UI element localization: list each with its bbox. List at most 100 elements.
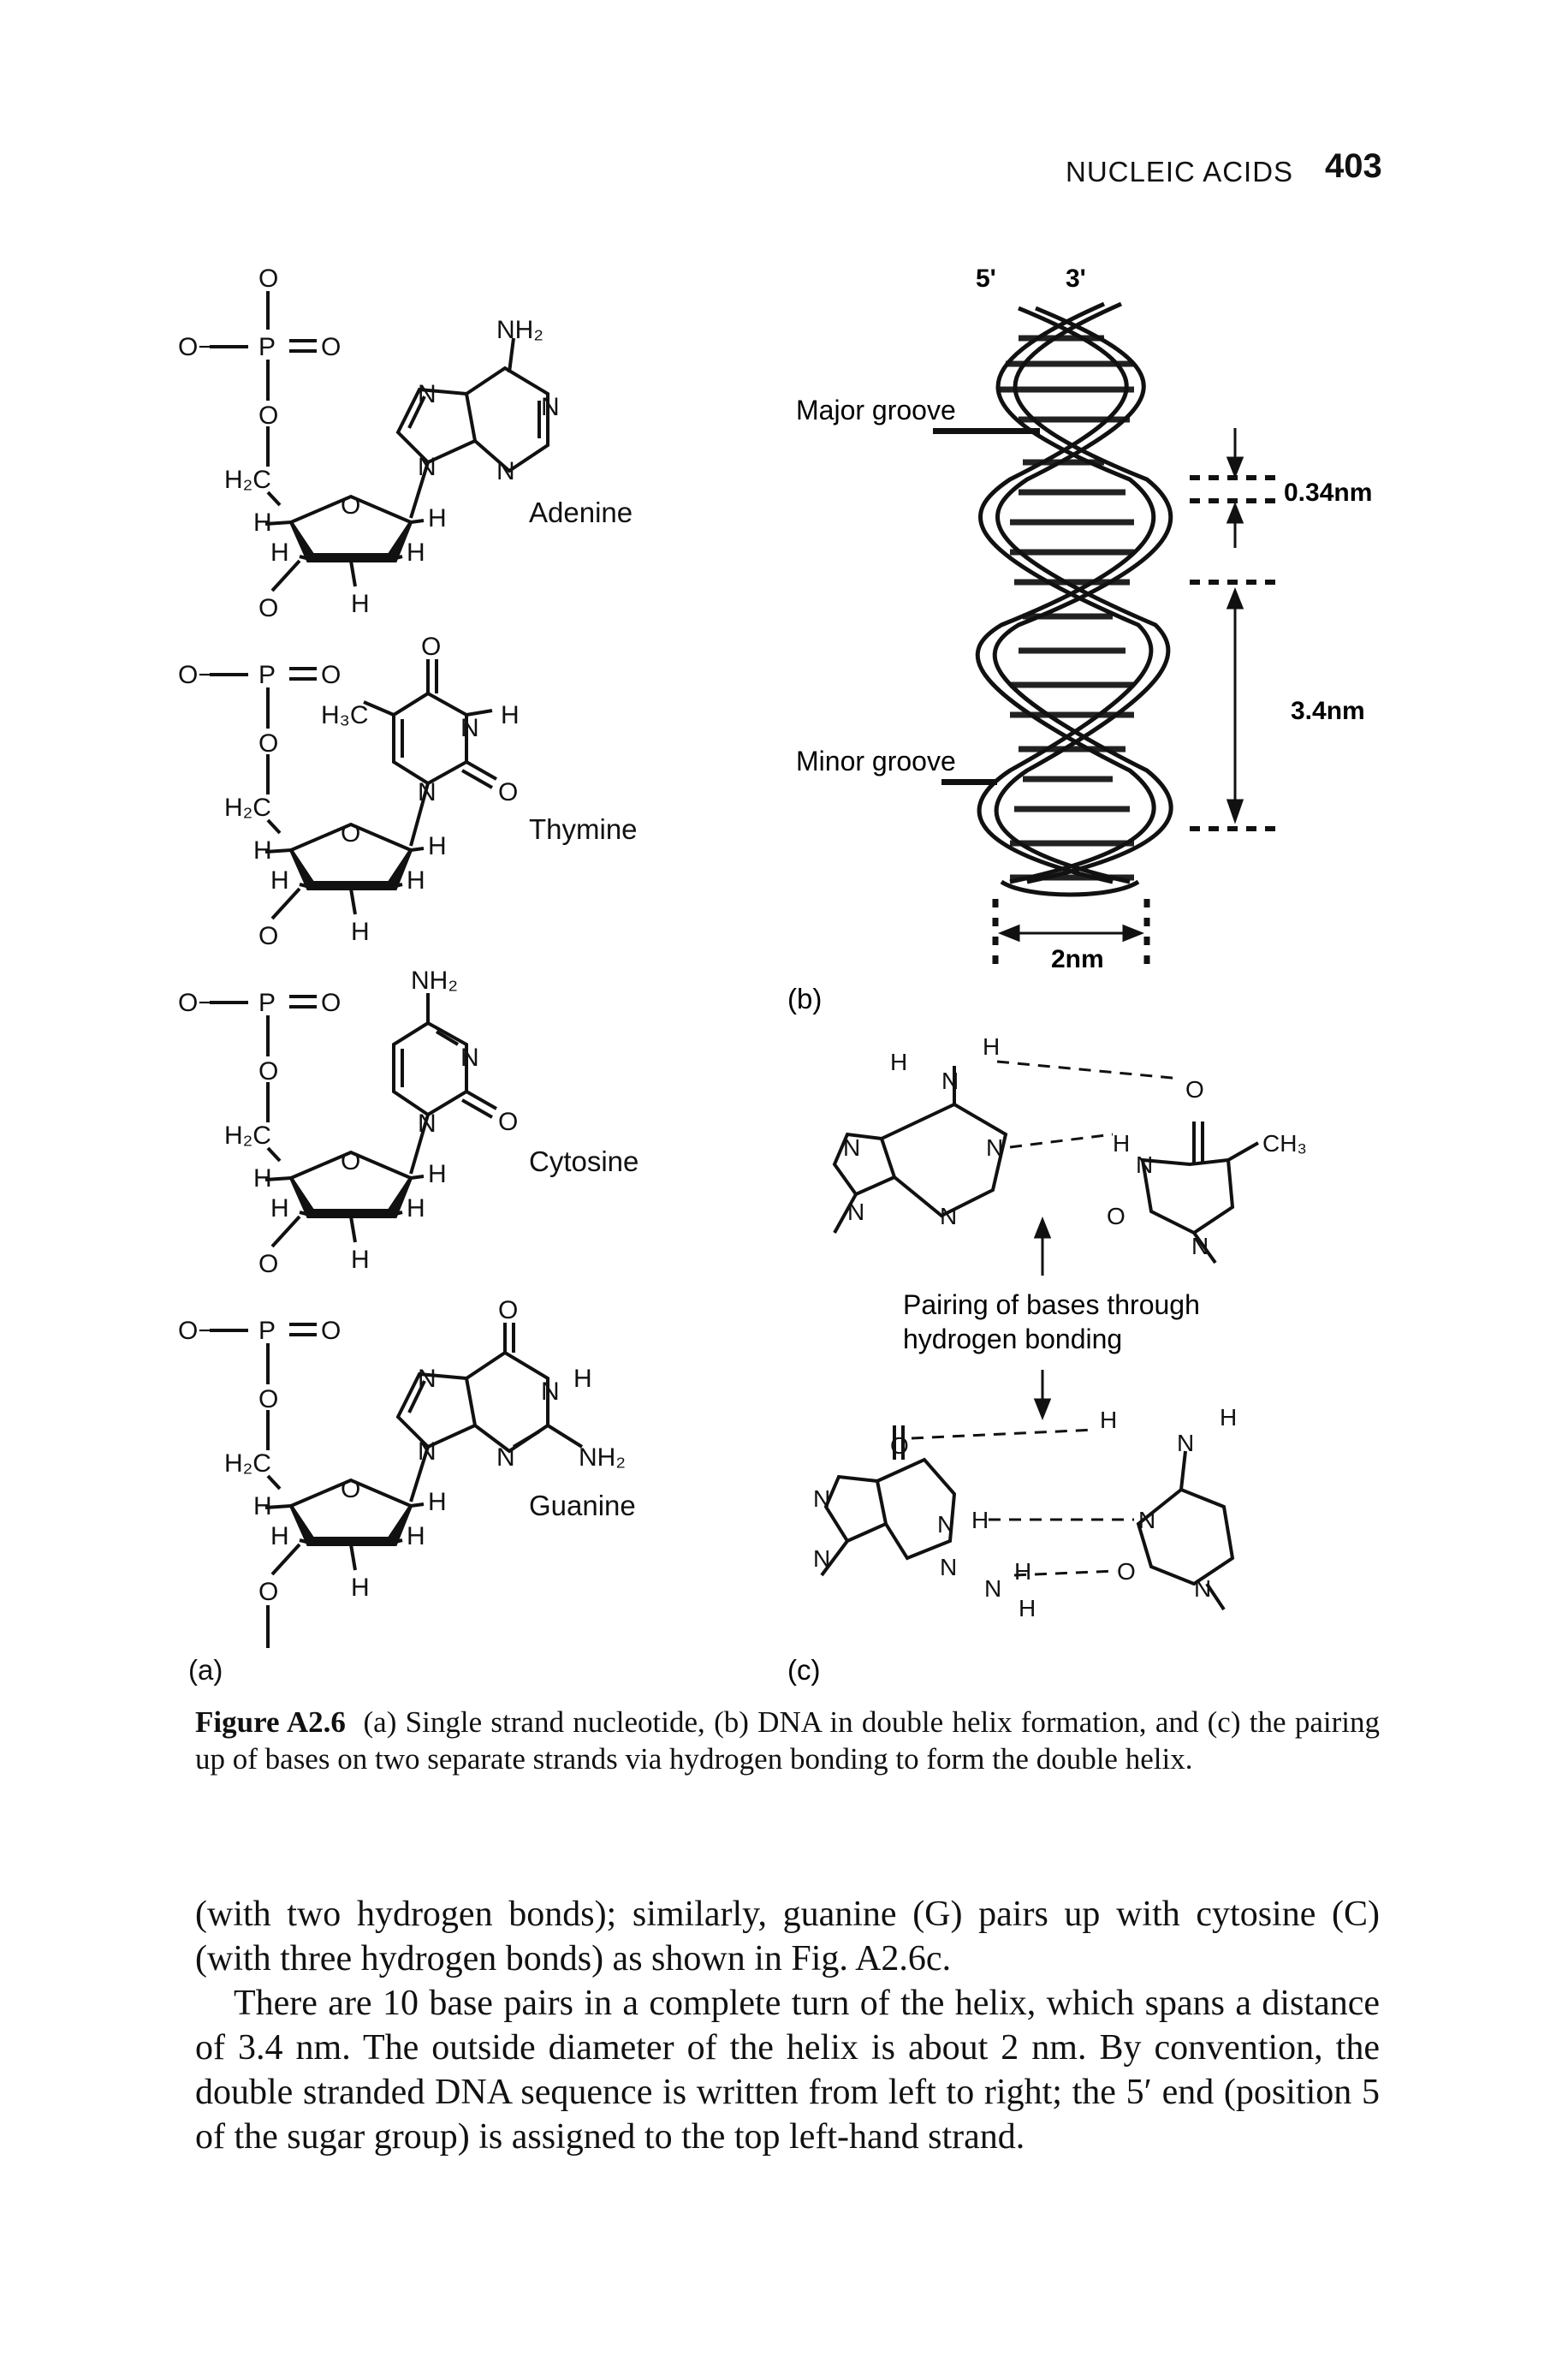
- atom-H: H: [1220, 1404, 1237, 1431]
- atom-N: N: [496, 457, 515, 485]
- atom-P: P: [258, 989, 276, 1017]
- atom-H: H: [270, 1194, 289, 1223]
- atom-H: H: [351, 1246, 370, 1274]
- hydrogen-bonds: [911, 1060, 1182, 1577]
- major-groove-label: Major groove: [796, 395, 956, 425]
- atom-H: H: [501, 701, 520, 729]
- pairing-annotation-line1: Pairing of bases through: [903, 1289, 1200, 1320]
- atom-O: O: [498, 1296, 518, 1324]
- atom-O: O: [258, 1578, 278, 1606]
- base-label-cytosine: Cytosine: [529, 1145, 638, 1177]
- strand-3-prime-label: 3': [1066, 265, 1086, 293]
- helix-strands: [975, 301, 1173, 897]
- rise-label: 0.34nm: [1284, 479, 1372, 507]
- figure-caption-text: (a) Single strand nucleotide, (b) DNA in…: [195, 1705, 1380, 1776]
- body-text: (with two hydrogen bonds); similarly, gu…: [195, 1892, 1380, 2159]
- rise-marker-arrows: [1226, 428, 1244, 548]
- atom-N: N: [940, 1554, 957, 1580]
- diameter-marker-lines: [992, 899, 1150, 972]
- atom-O: O: [341, 491, 360, 520]
- atom-P: P: [258, 1317, 276, 1345]
- pairing-annotation-arrows: [1033, 1216, 1052, 1421]
- atom-N: N: [418, 1110, 437, 1138]
- atom-H: H: [1019, 1595, 1036, 1621]
- atom-O: O: [258, 594, 278, 622]
- panel-b-double-helix: 5' 3': [787, 265, 1372, 1014]
- panel-c-label: (c): [787, 1654, 820, 1686]
- panel-c-base-pairing: H N H O N N H N CH₃ N N O N O H N H N N …: [787, 1033, 1307, 1686]
- atom-P: P: [258, 333, 276, 361]
- atom-N: N: [941, 1068, 959, 1094]
- pairing-structures: [820, 1066, 1259, 1611]
- atom-H: H: [407, 1194, 425, 1223]
- atom-N: N: [460, 1044, 479, 1072]
- strand-5-prime-label: 5': [976, 265, 996, 293]
- atom-N: N: [1194, 1575, 1211, 1602]
- atom-H: H: [407, 538, 425, 567]
- atom-O: O: [341, 1475, 360, 1503]
- atom-O: O: [258, 265, 278, 293]
- atom-O-minus: O−: [178, 989, 213, 1017]
- page-header: NUCLEIC ACIDS 403: [0, 146, 1568, 197]
- atom-N: N: [541, 1377, 560, 1406]
- body-paragraph: There are 10 base pairs in a complete tu…: [195, 1984, 1380, 2157]
- atom-N: N: [986, 1134, 1003, 1161]
- page-number: 403: [1325, 147, 1382, 185]
- base-label-adenine: Adenine: [529, 497, 633, 528]
- atom-N: N: [984, 1575, 1001, 1602]
- atom-O: O: [498, 778, 518, 806]
- minor-groove-pointer: [941, 779, 997, 785]
- diameter-label: 2nm: [1051, 945, 1104, 973]
- atom-NH2: NH₂: [411, 967, 458, 995]
- atom-H2C: H₂C: [224, 466, 271, 494]
- panel-a-nucleotide-strand: [210, 291, 584, 1648]
- atom-N: N: [418, 778, 437, 806]
- atom-CH3: CH₃: [1262, 1130, 1307, 1157]
- atom-O: O: [258, 1385, 278, 1413]
- atom-O-minus: O−: [178, 1317, 213, 1345]
- atom-H: H: [407, 1522, 425, 1550]
- atom-N: N: [496, 1443, 515, 1472]
- figure-caption-label: Figure A2.6: [195, 1705, 346, 1739]
- atom-H: H: [253, 1164, 272, 1193]
- panel-a-atom-labels: O O− P O O H₂C O H H H H H O NH₂ N N N N…: [178, 265, 626, 1606]
- panel-b-label: (b): [787, 983, 822, 1014]
- atom-O: O: [258, 922, 278, 950]
- rise-marker-lines: [1190, 475, 1280, 503]
- base-label-guanine: Guanine: [529, 1490, 636, 1521]
- atom-N: N: [1191, 1233, 1209, 1259]
- atom-O: O: [258, 1250, 278, 1278]
- atom-N: N: [813, 1545, 830, 1572]
- atom-O: O: [258, 1057, 278, 1086]
- atom-O: O: [321, 989, 341, 1017]
- atom-O: O: [321, 333, 341, 361]
- atom-O: O: [341, 819, 360, 848]
- figure-a2-6: O O− P O O H₂C O H H H H H O NH₂ N N N N…: [178, 265, 1372, 1686]
- atom-O: O: [890, 1432, 909, 1459]
- body-paragraph: (with two hydrogen bonds); similarly, gu…: [195, 1895, 1380, 1978]
- atom-H: H: [270, 866, 289, 895]
- panel-a-label: (a): [188, 1654, 223, 1686]
- atom-H: H: [351, 1574, 370, 1602]
- atom-H: H: [1113, 1130, 1130, 1157]
- atom-H: H: [253, 836, 272, 865]
- atom-H: H: [407, 866, 425, 895]
- atom-NH2: NH₂: [579, 1443, 626, 1472]
- figure-svg: O O− P O O H₂C O H H H H H O NH₂ N N N N…: [178, 265, 1372, 1686]
- atom-N: N: [813, 1485, 830, 1512]
- atom-O: O: [498, 1108, 518, 1136]
- atom-H: H: [428, 1160, 447, 1188]
- atom-N: N: [418, 1437, 437, 1466]
- atom-N: N: [460, 714, 479, 742]
- atom-H: H: [351, 918, 370, 946]
- atom-P: P: [258, 661, 276, 689]
- atom-O: O: [421, 633, 441, 661]
- atom-N: N: [1138, 1507, 1155, 1533]
- atom-N: N: [1177, 1430, 1194, 1456]
- atom-O: O: [1117, 1558, 1136, 1585]
- atom-O-minus: O−: [178, 333, 213, 361]
- atom-H: H: [983, 1033, 1000, 1060]
- atom-N: N: [937, 1511, 954, 1538]
- atom-O-minus: O−: [178, 661, 213, 689]
- atom-H: H: [1100, 1407, 1117, 1433]
